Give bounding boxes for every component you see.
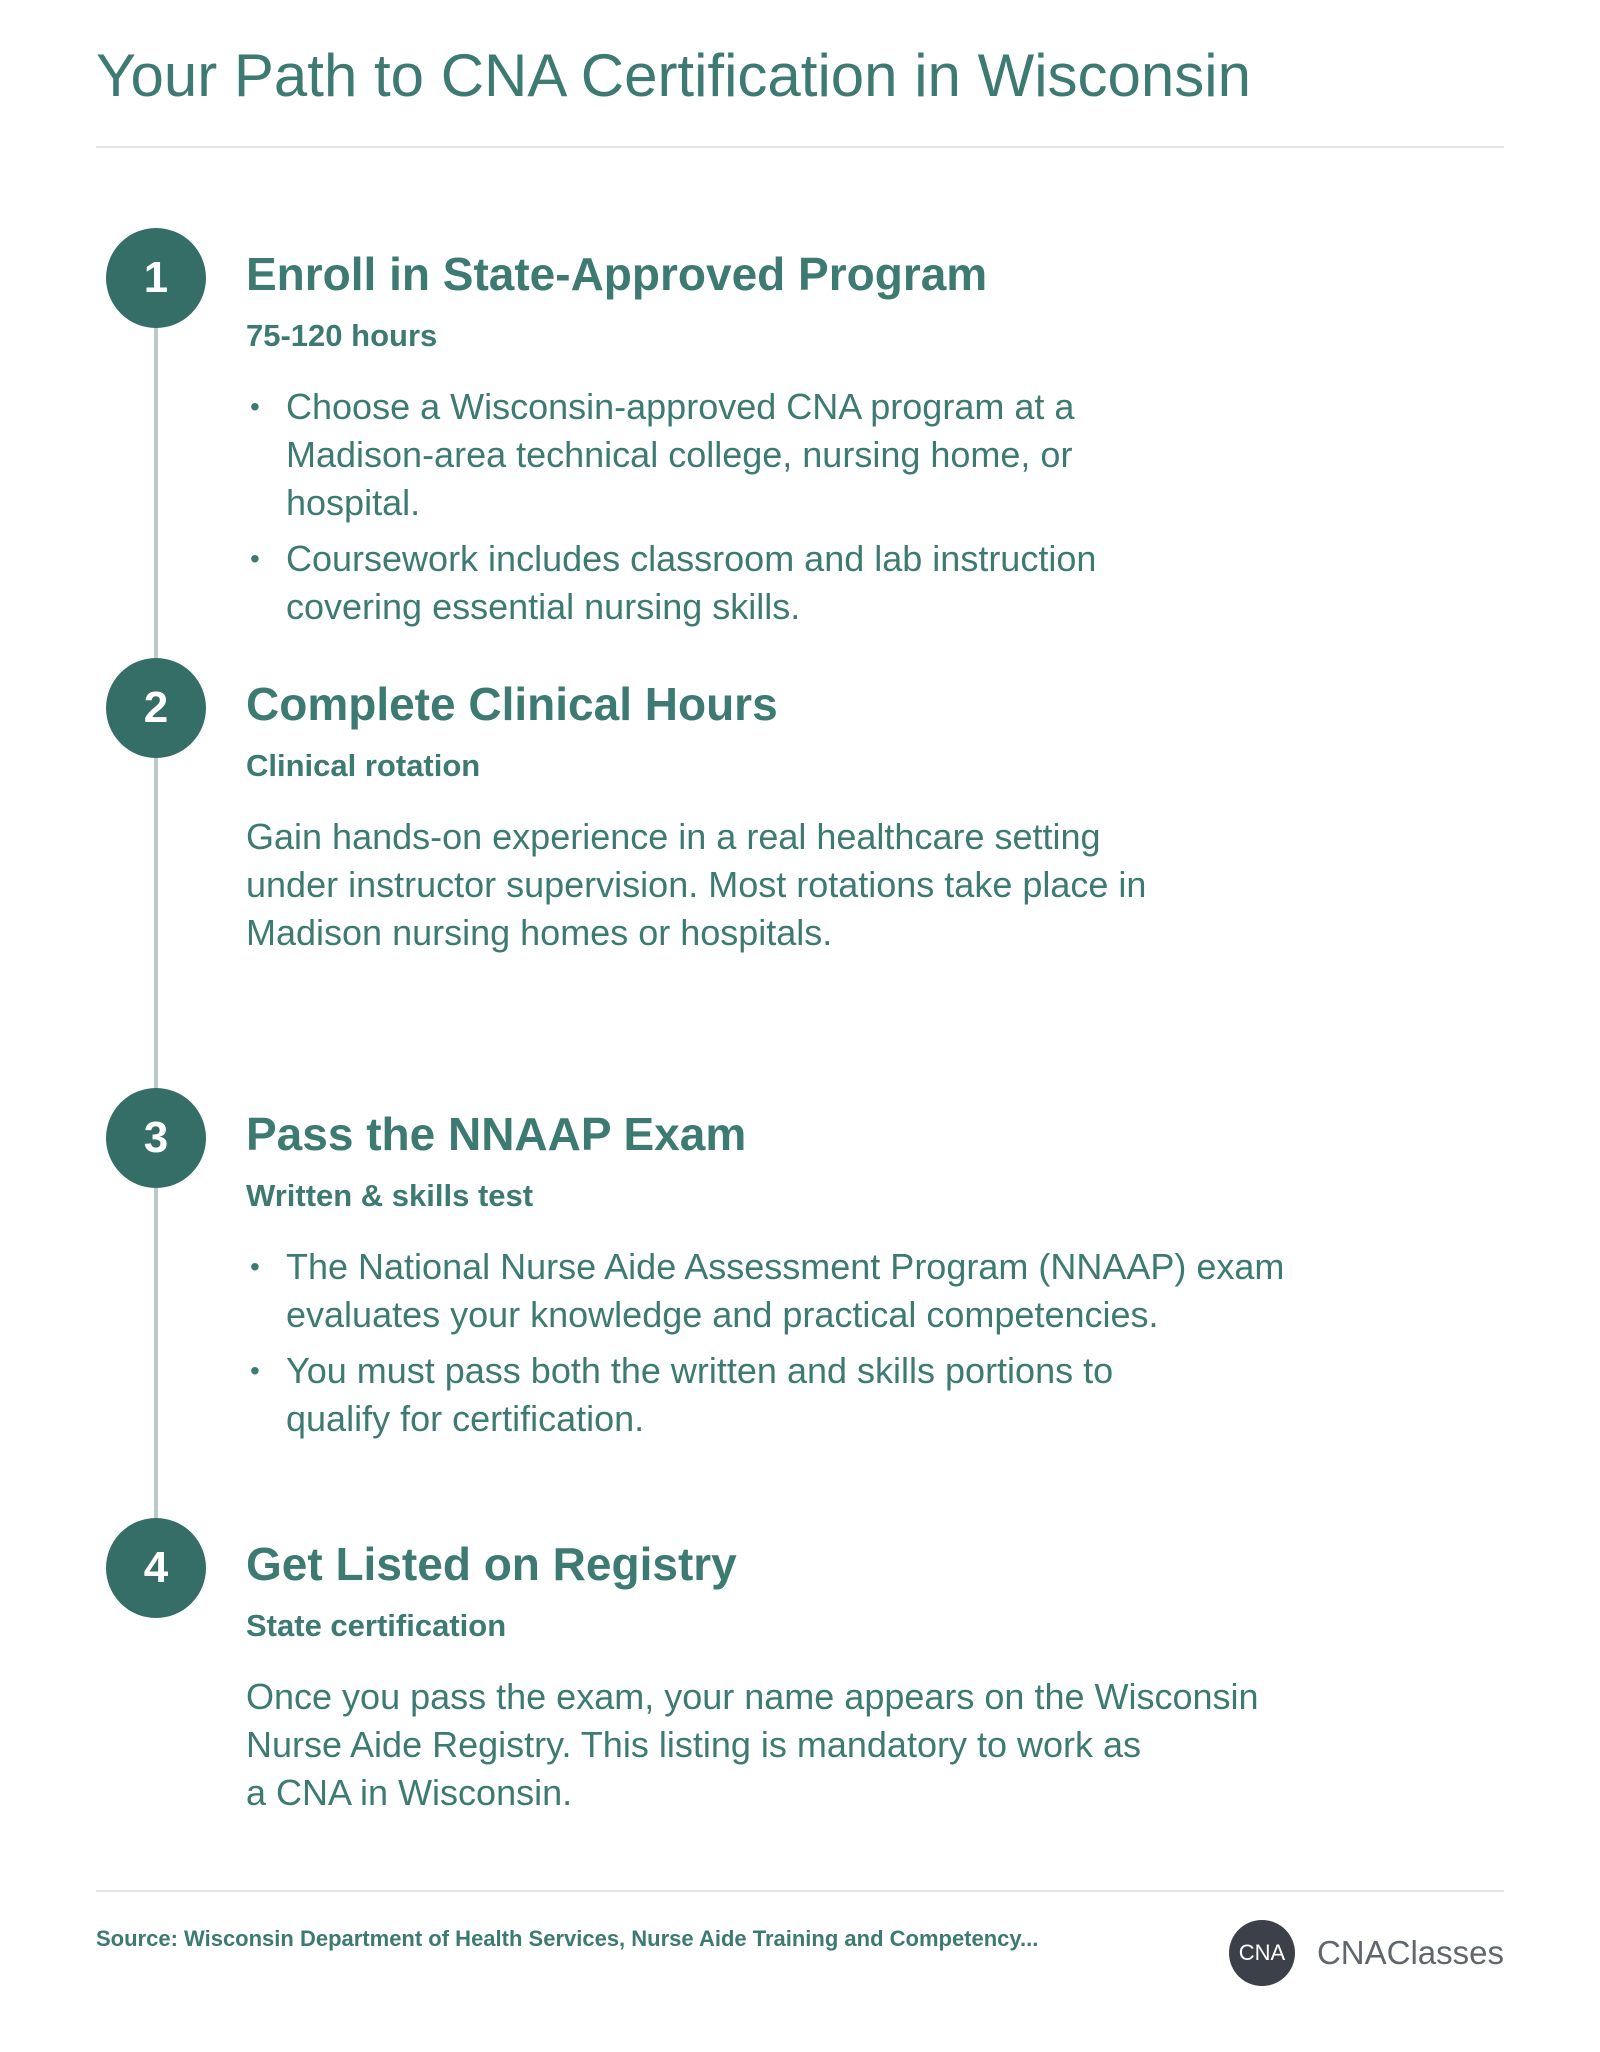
step-number-badge: 1 bbox=[106, 228, 206, 328]
text-line: Madison nursing homes or hospitals. bbox=[246, 912, 833, 953]
step-subtitle: Clinical rotation bbox=[246, 748, 481, 783]
step-body: • Choose a Wisconsin-approved CNA progra… bbox=[246, 383, 1096, 639]
text-line: Coursework includes classroom and lab in… bbox=[286, 538, 1097, 579]
text-line: You must pass both the written and skill… bbox=[286, 1350, 1114, 1391]
step-number-badge: 4 bbox=[106, 1518, 206, 1618]
source-citation: Source: Wisconsin Department of Health S… bbox=[96, 1926, 1039, 1951]
step-subtitle: State certification bbox=[246, 1608, 507, 1643]
step-number-badge: 2 bbox=[106, 658, 206, 758]
text-line: Nurse Aide Registry. This listing is man… bbox=[246, 1724, 1142, 1765]
text-line: The National Nurse Aide Assessment Progr… bbox=[286, 1246, 1285, 1287]
step-subtitle: Written & skills test bbox=[246, 1178, 534, 1213]
cna-logo-icon: CNA bbox=[1228, 1920, 1295, 1986]
text-line: Once you pass the exam, your name appear… bbox=[246, 1676, 1259, 1717]
step-title: Get Listed on Registry bbox=[246, 1538, 737, 1590]
text-line: Gain hands-on experience in a real healt… bbox=[246, 816, 1101, 857]
brand: CNA CNAClasses bbox=[1228, 1920, 1504, 1986]
step-number-badge: 3 bbox=[106, 1088, 206, 1188]
header-divider bbox=[96, 146, 1504, 148]
text-line: evaluates your knowledge and practical c… bbox=[286, 1294, 1159, 1335]
page-title: Your Path to CNA Certification in Wiscon… bbox=[96, 42, 1251, 109]
footer-divider bbox=[96, 1890, 1504, 1892]
bullet-item: • Coursework includes classroom and lab … bbox=[246, 535, 1096, 631]
step-body: Once you pass the exam, your name appear… bbox=[246, 1673, 1259, 1817]
text-line: under instructor supervision. Most rotat… bbox=[246, 864, 1147, 905]
bullet-dot-icon: • bbox=[250, 391, 260, 422]
text-line: Madison-area technical college, nursing … bbox=[286, 434, 1073, 475]
text-line: qualify for certification. bbox=[286, 1398, 645, 1439]
step-body: • The National Nurse Aide Assessment Pro… bbox=[246, 1243, 1284, 1451]
text-line: a CNA in Wisconsin. bbox=[246, 1772, 573, 1813]
text-line: hospital. bbox=[286, 482, 421, 523]
bullet-list: • The National Nurse Aide Assessment Pro… bbox=[246, 1243, 1284, 1443]
step-subtitle: 75-120 hours bbox=[246, 318, 438, 353]
bullet-item: • You must pass both the written and ski… bbox=[246, 1347, 1284, 1443]
step-title: Pass the NNAAP Exam bbox=[246, 1108, 747, 1160]
step-body: Gain hands-on experience in a real healt… bbox=[246, 813, 1146, 957]
bullet-dot-icon: • bbox=[250, 1355, 260, 1386]
bullet-list: • Choose a Wisconsin-approved CNA progra… bbox=[246, 383, 1096, 631]
text-line: Choose a Wisconsin-approved CNA program … bbox=[286, 386, 1075, 427]
bullet-dot-icon: • bbox=[250, 1251, 260, 1282]
bullet-item: • The National Nurse Aide Assessment Pro… bbox=[246, 1243, 1284, 1339]
step-title: Complete Clinical Hours bbox=[246, 678, 778, 730]
text-line: covering essential nursing skills. bbox=[286, 586, 801, 627]
bullet-dot-icon: • bbox=[250, 543, 260, 574]
bullet-item: • Choose a Wisconsin-approved CNA progra… bbox=[246, 383, 1096, 527]
step-title: Enroll in State-Approved Program bbox=[246, 248, 988, 300]
brand-name: CNAClasses bbox=[1316, 1934, 1504, 1971]
timeline-line bbox=[154, 280, 158, 1580]
